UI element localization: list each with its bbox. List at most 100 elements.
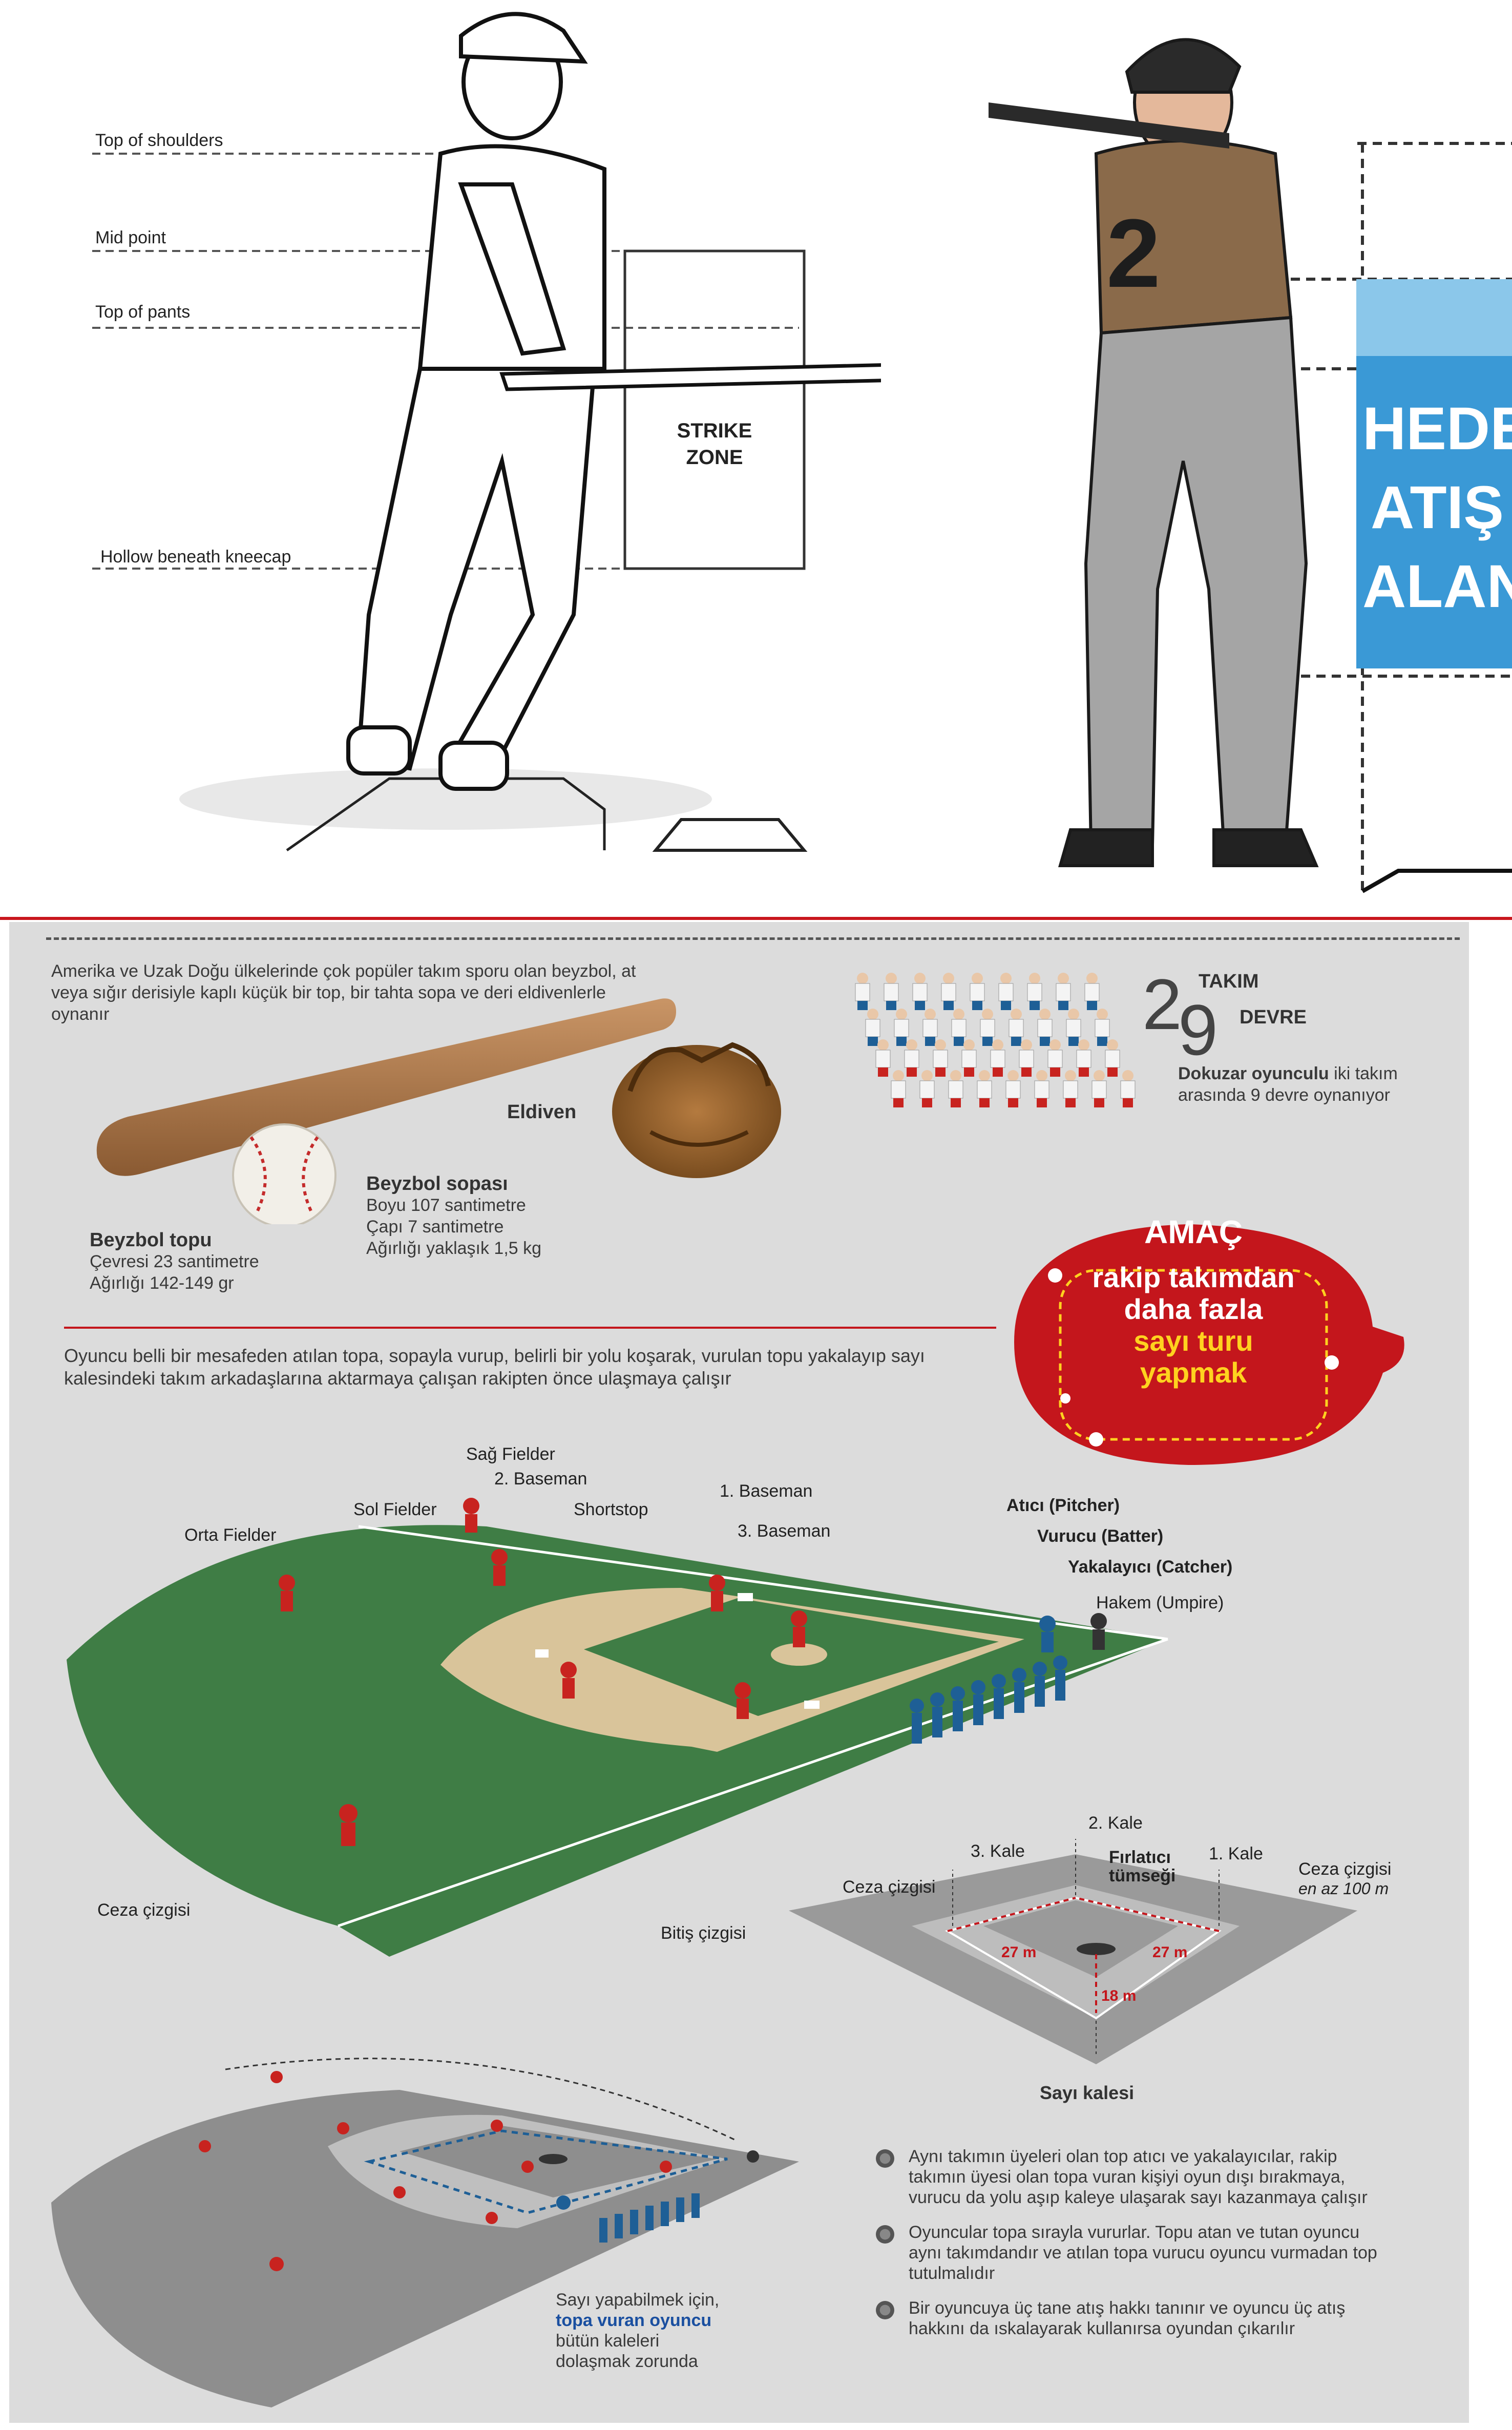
team-player-figure: [990, 1039, 1005, 1077]
label-mid-point: Mid point: [95, 228, 166, 247]
rule-item-2: Oyuncular topa sırayla vururlar. Topu at…: [876, 2222, 1388, 2284]
batting-team: [910, 1616, 1067, 1744]
periods-count-number: 9: [1178, 990, 1218, 1070]
bat-info: Beyzbol sopası Boyu 107 santimetre Çapı …: [366, 1173, 674, 1259]
label-umpire: Hakem (Umpire): [1096, 1593, 1224, 1612]
teams-count-number: 2: [1142, 964, 1182, 1044]
label-first-baseman: 1. Baseman: [720, 1481, 813, 1501]
equipment-illustration: [96, 998, 781, 1224]
target-zone-label: HEDEF ATIŞ ALANI: [1362, 389, 1512, 626]
label-diamond-penalty-left: Ceza çizgisi: [843, 1877, 936, 1897]
label-mound-line-1: Fırlatıcı: [1109, 1848, 1171, 1867]
label-hollow-beneath-kneecap: Hollow beneath kneecap: [100, 547, 291, 567]
team-player-figure: [1063, 1070, 1078, 1107]
teams-description-rest: iki takım arasında 9 devre oynanıyor: [1178, 1064, 1398, 1105]
bat-length: Boyu 107 santimetre: [366, 1196, 526, 1215]
top-dashed-rule: [46, 937, 1460, 940]
team-player-figure: [998, 973, 1014, 1010]
label-diamond-penalty-right: Ceza çizgisi en az 100 m: [1298, 1859, 1391, 1898]
team-player-figure: [865, 1009, 880, 1046]
team-player-figure: [919, 1070, 935, 1107]
team-player-figure: [904, 1039, 919, 1077]
team-player-figure: [941, 973, 956, 1010]
bat-title: Beyzbol sopası: [366, 1173, 508, 1195]
label-mound: Fırlatıcı tümseği: [1109, 1848, 1175, 1885]
goal-text: AMAÇ rakip takımdan daha fazla sayı turu…: [994, 1211, 1393, 1389]
label-third-baseman: 3. Baseman: [738, 1521, 831, 1541]
label-second-base: 2. Kale: [1088, 1813, 1143, 1833]
label-penalty-right-sub: en az 100 m: [1298, 1879, 1389, 1898]
gameplay-description: Oyuncu belli bir mesafeden atılan topa, …: [64, 1345, 925, 1389]
label-shortstop: Shortstop: [574, 1500, 648, 1519]
team-player-figure: [1019, 1039, 1034, 1077]
team-player-figure: [1120, 1070, 1136, 1107]
team-player-figure: [1084, 973, 1100, 1010]
team-player-figure: [1005, 1070, 1021, 1107]
goal-badge: [1014, 1224, 1404, 1465]
team-player-figure: [894, 1009, 909, 1046]
label-distance-left: 27 m: [1001, 1944, 1037, 1961]
team-player-figure: [980, 1009, 995, 1046]
field-illustration: [67, 1498, 1168, 1957]
label-left-fielder: Sol Fielder: [353, 1500, 437, 1519]
team-player-figure: [1034, 1070, 1049, 1107]
team-player-figure: [1105, 1039, 1120, 1077]
label-third-base: 3. Kale: [971, 1841, 1025, 1861]
strike-zone-illustrations: Top of shoulders Mid point Top of pants …: [0, 0, 1512, 912]
description-rule: [64, 1327, 996, 1329]
label-second-baseman: 2. Baseman: [494, 1469, 587, 1489]
team-player-figure: [875, 1039, 891, 1077]
target-zone-line-1: HEDEF: [1362, 395, 1512, 463]
label-penalty-right-title: Ceza çizgisi: [1298, 1859, 1392, 1879]
intro-text: Amerika ve Uzak Doğu ülkelerinde çok pop…: [51, 961, 636, 1024]
goal-title: AMAÇ: [1144, 1213, 1243, 1250]
team-player-figure: [1047, 1039, 1063, 1077]
team-player-figure: [1076, 1039, 1091, 1077]
label-mound-line-2: tümseği: [1109, 1866, 1176, 1886]
run-note-line-1: Sayı yapabilmek için,: [556, 2290, 720, 2310]
fielding-team: [279, 1498, 807, 1846]
label-home-plate: Sayı kalesi: [1040, 2082, 1135, 2103]
teams-description-bold: Dokuzar oyunculu: [1178, 1064, 1329, 1083]
team-player-figure: [948, 1070, 963, 1107]
bat-weight: Ağırlığı yaklaşık 1,5 kg: [366, 1239, 542, 1258]
pitchers-mound: [771, 1643, 827, 1666]
target-zone-batter-illustration: 2: [989, 38, 1512, 893]
run-note-line-3: bütün kaleleri: [556, 2331, 660, 2351]
teams-label: TAKIM: [1199, 971, 1259, 992]
jersey-number: 2: [1106, 199, 1161, 308]
team-player-figure: [970, 973, 985, 1010]
rule-item-1: Aynı takımın üyeleri olan top atıcı ve y…: [876, 2146, 1388, 2208]
teams-description: Dokuzar oyunculu iki takım arasında 9 de…: [1178, 1063, 1424, 1106]
target-zone-line-3: ALANI: [1362, 553, 1512, 620]
label-catcher: Yakalayıcı (Catcher): [1068, 1557, 1233, 1577]
target-zone-line-2: ATIŞ: [1370, 474, 1504, 541]
label-first-base: 1. Kale: [1209, 1844, 1263, 1863]
goal-line-3: sayı turu: [1133, 1325, 1253, 1357]
ball-circumference: Çevresi 23 santimetre: [90, 1252, 259, 1271]
label-top-of-shoulders: Top of shoulders: [95, 131, 223, 150]
team-player-figure: [1091, 1070, 1107, 1107]
label-distance-right: 27 m: [1152, 1944, 1188, 1961]
team-player-figure: [951, 1009, 967, 1046]
team-player-figure: [891, 1070, 906, 1107]
run-note-line-4: dolaşmak zorunda: [556, 2352, 698, 2371]
goal-line-1: rakip takımdan: [1092, 1261, 1295, 1293]
team-player-figure: [922, 1009, 938, 1046]
team-player-figure: [884, 973, 899, 1010]
team-player-figure: [933, 1039, 948, 1077]
run-note-line-2: topa vuran oyuncu: [556, 2311, 712, 2330]
label-top-of-pants: Top of pants: [95, 302, 190, 322]
team-player-figure: [1056, 973, 1071, 1010]
ball-graphic: [232, 1123, 337, 1224]
label-pitcher: Atıcı (Pitcher): [1006, 1496, 1120, 1515]
run-diagram: [51, 2058, 799, 2407]
team-player-figure: [1037, 1009, 1053, 1046]
label-penalty-line: Ceza çizgisi: [97, 1900, 191, 1920]
team-player-figure: [961, 1039, 977, 1077]
team-player-figure: [1066, 1009, 1081, 1046]
rule-item-3: Bir oyuncuya üç tane atış hakkı tanınır …: [876, 2298, 1388, 2339]
label-batter: Vurucu (Batter): [1037, 1526, 1164, 1546]
rules-list: Aynı takımın üyeleri olan top atıcı ve y…: [876, 2146, 1388, 2339]
team-players-illustration: [855, 973, 1136, 1107]
